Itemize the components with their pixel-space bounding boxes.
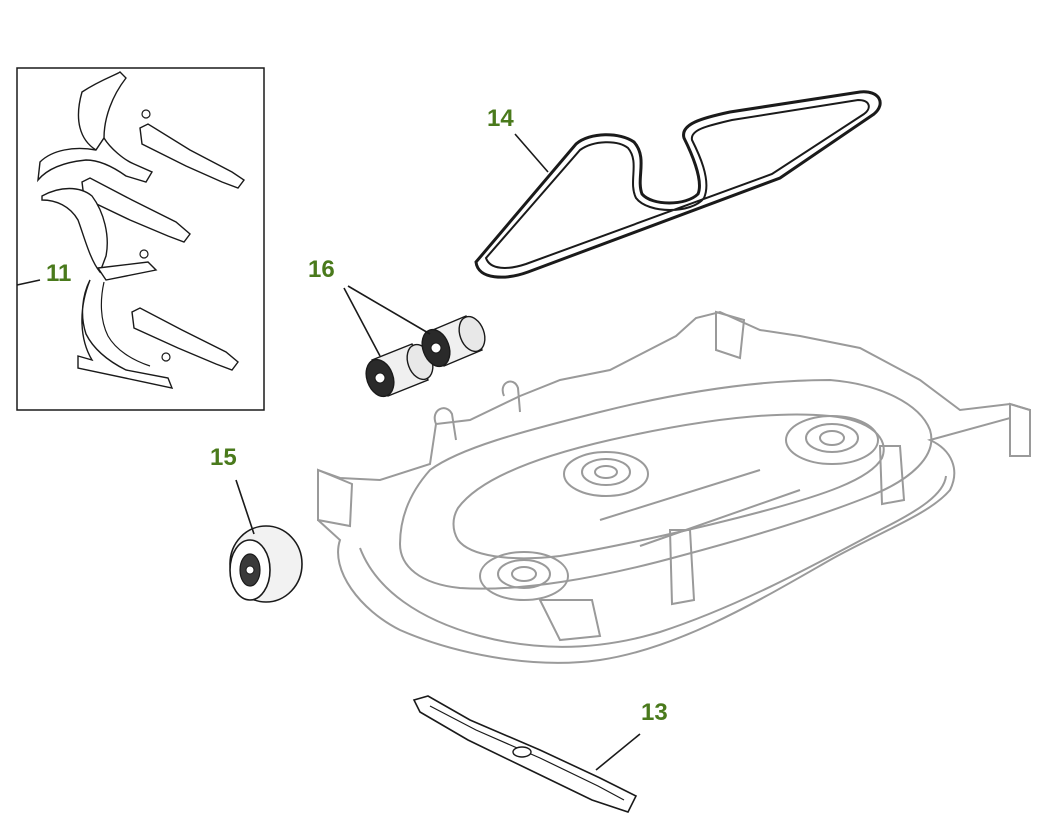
pulley-a-hub	[374, 372, 386, 384]
belt-outer	[474, 90, 882, 279]
lower-baffle-inner	[100, 281, 151, 367]
leader-11	[16, 279, 41, 286]
mower-deck	[317, 310, 1031, 664]
deck-hook-left	[433, 407, 457, 441]
lower-baffle	[77, 279, 174, 389]
pulley-b-face-back	[458, 315, 486, 353]
spindle-left	[479, 551, 569, 601]
deck-bracket-front-left	[317, 468, 354, 528]
blade-center-hole	[512, 746, 532, 758]
blade-edge	[429, 705, 625, 801]
pulley-b-hub	[430, 342, 442, 354]
belt-inner	[484, 98, 870, 269]
spindle-right	[785, 415, 879, 465]
inset-nut-3	[161, 352, 171, 362]
upper-baffle	[77, 71, 127, 151]
deck-inner-channel	[452, 413, 885, 560]
callout-14: 14	[487, 105, 514, 132]
inset-blade-2	[81, 177, 191, 243]
drive-belt	[474, 90, 882, 279]
inset-blade-1	[139, 123, 246, 189]
callout-16: 16	[308, 256, 335, 283]
middle-baffle	[41, 187, 108, 274]
inset-nut-1	[141, 109, 151, 119]
leader-16a	[343, 287, 381, 357]
deck-hanger-right	[878, 445, 906, 506]
leader-16b	[347, 285, 431, 335]
deck-hook-left2	[501, 380, 521, 413]
mulch-kit-inset	[16, 67, 265, 411]
wheel-bore	[245, 565, 255, 575]
callout-11: 11	[46, 260, 72, 287]
inset-nut-2	[139, 249, 149, 259]
idler-pulleys	[343, 285, 486, 398]
deck-bracket-rear-right	[1009, 402, 1031, 457]
spindle-center	[563, 451, 649, 497]
deck-arm-mid	[668, 529, 696, 606]
deck-rod2	[639, 489, 801, 547]
inset-blade-3	[131, 307, 239, 371]
upper-baffle-lower	[37, 136, 154, 183]
deck-skirt	[359, 475, 947, 648]
inset-frame	[16, 67, 265, 411]
mower-blade	[412, 695, 641, 813]
callout-13: 13	[641, 699, 668, 726]
middle-bracket	[96, 261, 158, 281]
leader-15	[235, 479, 255, 535]
deck-rod	[599, 469, 761, 521]
deck-outer	[317, 310, 1031, 664]
gauge-wheel	[229, 479, 303, 603]
deck-hanger-front	[538, 599, 602, 642]
deck-top-rim	[398, 378, 933, 590]
deck-post-rear	[715, 310, 746, 360]
leader-13	[595, 733, 641, 771]
leader-14	[514, 133, 549, 173]
callout-15: 15	[210, 444, 237, 471]
